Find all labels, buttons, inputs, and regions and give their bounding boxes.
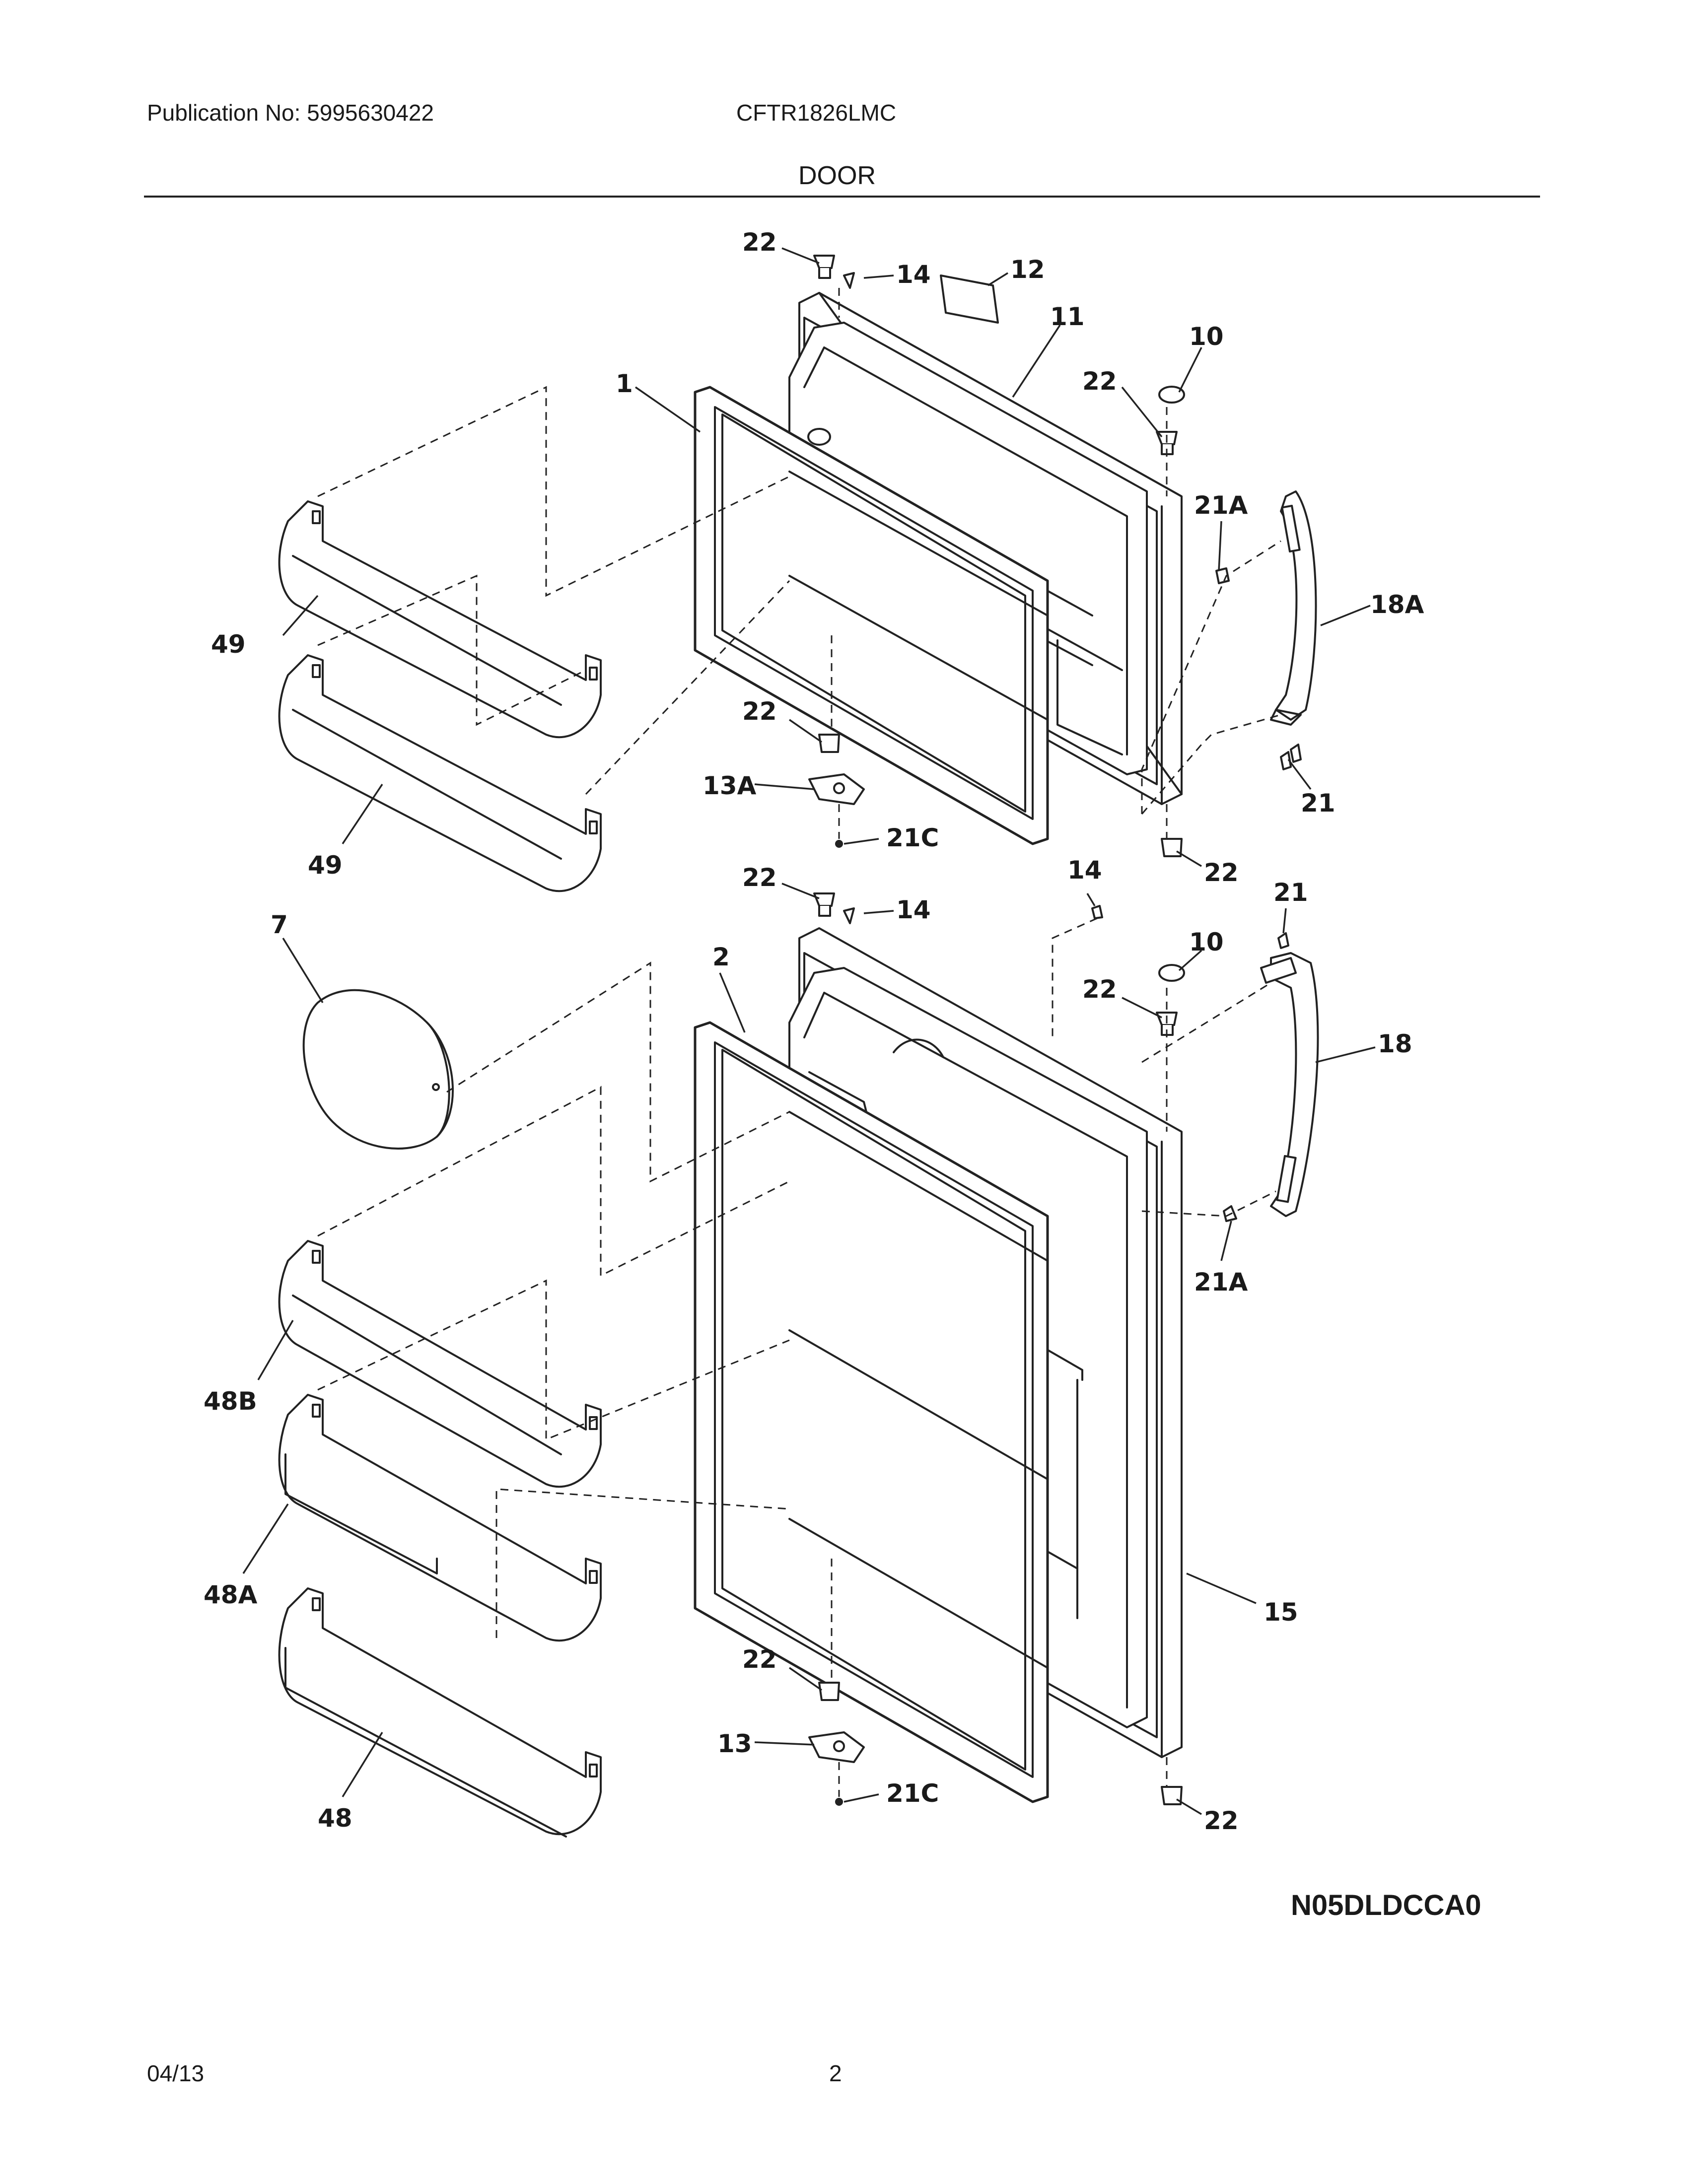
assembly-guide-lines [317,288,1281,1797]
section-title: DOOR [798,161,876,190]
callout-12-label: 12 [1010,255,1045,284]
callout-22-fresh-top-pin: 22 [742,863,777,892]
freezer-handle [1270,490,1317,726]
callout-21c-freezer: 21C [886,823,939,852]
door-bin-48b [278,1240,602,1488]
callout-11-freezer-door: 11 [1050,302,1085,331]
fresh-food-handle [1260,952,1319,1217]
callout-7-dairy-cover: 7 [271,910,288,939]
callout-22-freezer-hinge-pin: 22 [742,697,777,726]
freezer-door-bin-lower [278,654,602,892]
callout-21a-freezer: 21A [1194,491,1248,520]
freezer-door-gasket [694,386,1049,845]
callout-22-freezer-bottom-pin: 22 [1204,858,1239,887]
callout-13a-freezer-hinge: 13A [703,771,757,800]
dairy-compartment-cover [302,989,454,1150]
callout-22-fresh-pin: 22 [1082,975,1117,1004]
callout-22-freezer-pin: 22 [1082,367,1117,396]
callout-18a-freezer-handle: 18A [1370,590,1424,619]
callout-14-fresh-top-screw: 14 [896,895,931,924]
callout-49-lower-bin: 49 [308,851,343,880]
callout-10-freezer-cap: 10 [1189,322,1224,351]
door-bin-48a [278,1394,602,1642]
door-bin-48 [278,1587,602,1838]
callout-18-fresh-handle: 18 [1378,1029,1412,1058]
freezer-hinge [808,773,865,805]
drawing-code: N05DLDCCA0 [1291,1889,1481,1921]
callout-49-upper-bin: 49 [211,630,246,659]
callout-22-fresh-hinge-pin: 22 [742,1645,777,1674]
callout-21-freezer-handle-screws: 21 [1301,789,1336,818]
fresh-food-door-gasket [694,1021,1049,1803]
fresh-food-hinge [808,1731,865,1763]
callout-2-fresh-gasket: 2 [712,943,730,971]
callout-22-top-hinge-pin: 22 [742,228,777,257]
callout-1-freezer-gasket: 1 [616,369,633,398]
callout-48b-bin: 48B [204,1387,257,1416]
freezer-shelf-brace [788,471,1049,721]
callout-14-top-screw: 14 [896,260,931,289]
callout-10-fresh-cap: 10 [1189,928,1224,956]
header-divider [144,196,1540,198]
callout-21-fresh-handle-screws: 21 [1273,878,1308,907]
callout-leader-lines [242,247,1376,1815]
callout-48-bin: 48 [318,1804,352,1833]
callout-21c-fresh: 21C [886,1779,939,1808]
callout-48a-bin: 48A [204,1580,258,1609]
revision-date: 04/13 [147,2060,205,2086]
callout-21a-fresh: 21A [1194,1268,1248,1297]
fresh-food-shelf-lines [788,1111,1049,1669]
callout-13-fresh-hinge: 13 [717,1729,752,1758]
callout-15-fresh-door: 15 [1264,1598,1298,1627]
part-callouts: 22 14 12 11 10 22 1 21A 18A 49 22 13A 21… [204,228,1424,1835]
publication-number: Publication No: 5995630422 [147,100,434,126]
freezer-door-bin-upper [278,500,602,739]
callout-14-middle: 14 [1067,856,1102,885]
callout-22-fresh-bottom-pin: 22 [1204,1806,1239,1835]
page-number: 2 [829,2060,842,2086]
model-number: CFTR1826LMC [736,100,897,126]
hinge-pins-and-screws [813,255,1302,1806]
